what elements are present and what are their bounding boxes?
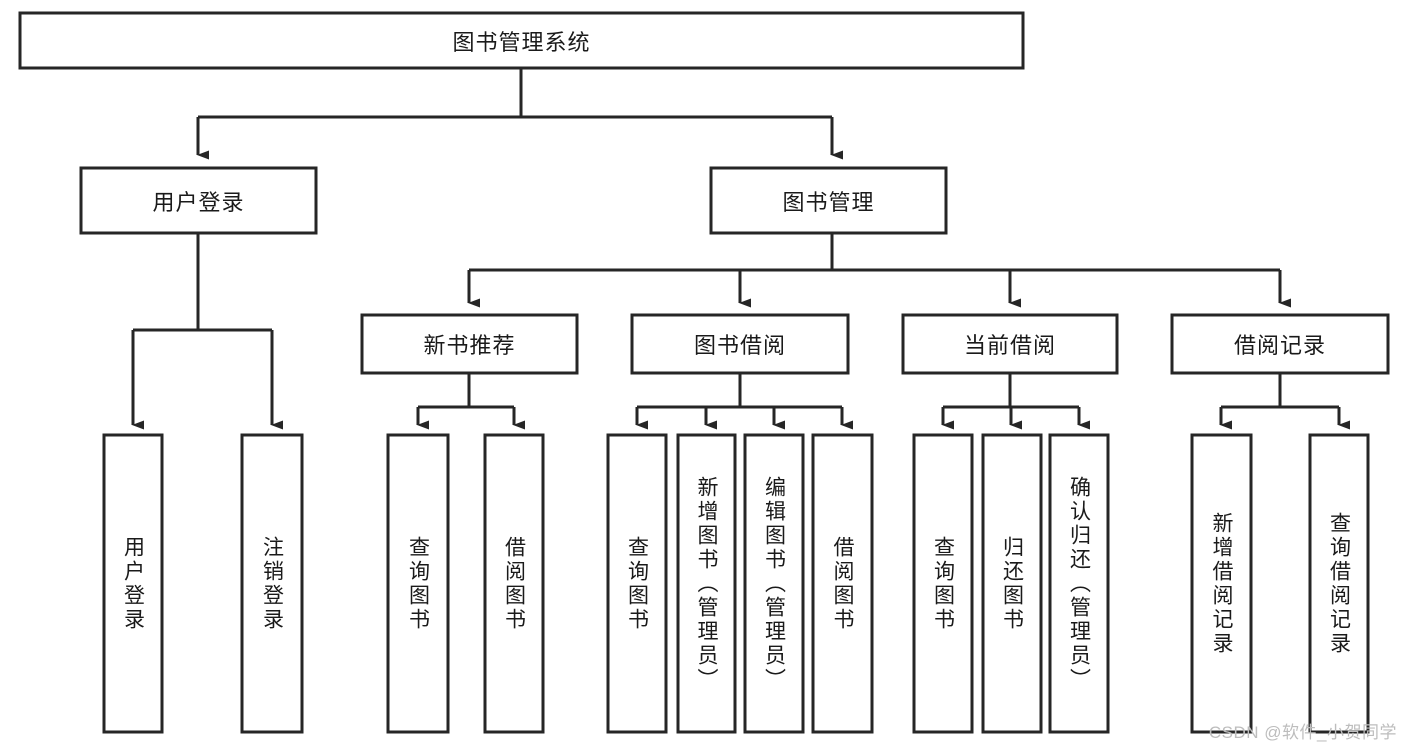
node-box-leaf-borrow-book-1[interactable]	[483, 433, 545, 734]
node-box-root[interactable]	[18, 11, 1025, 70]
node-box-leaf-edit-book[interactable]	[743, 433, 805, 734]
node-box-leaf-confirm-return[interactable]	[1048, 433, 1110, 734]
connector-current-borrow-to-leaves	[941, 373, 1090, 430]
node-box-leaf-user-login[interactable]	[102, 433, 164, 734]
node-box-leaf-borrow-book-2[interactable]	[811, 433, 874, 734]
node-box-leaf-return-book[interactable]	[981, 433, 1043, 734]
node-box-book-borrow[interactable]	[630, 313, 850, 375]
node-box-user-login[interactable]	[79, 166, 318, 235]
node-box-leaf-query-book-1[interactable]	[386, 433, 450, 734]
connector-root-to-level2	[196, 68, 843, 160]
node-box-current-borrow[interactable]	[901, 313, 1119, 375]
node-box-leaf-query-record[interactable]	[1308, 433, 1370, 734]
node-box-new-book-rec[interactable]	[360, 313, 579, 375]
node-box-leaf-add-record[interactable]	[1190, 433, 1253, 734]
connector-book-manage-to-level3	[467, 233, 1291, 308]
node-box-leaf-query-book-2[interactable]	[606, 433, 668, 734]
node-box-book-manage[interactable]	[709, 166, 948, 235]
connector-borrow-record-to-leaves	[1219, 373, 1350, 430]
connector-book-borrow-to-leaves	[635, 373, 853, 430]
node-box-leaf-query-book-3[interactable]	[912, 433, 974, 734]
csdn-watermark: CSDN @软件_小贺同学	[1208, 723, 1397, 742]
node-box-borrow-record[interactable]	[1170, 313, 1390, 375]
node-box-leaf-logout[interactable]	[240, 433, 304, 734]
node-box-leaf-add-book[interactable]	[676, 433, 737, 734]
connector-user-login-to-leaves	[131, 233, 283, 430]
connector-new-book-rec-to-leaves	[416, 373, 525, 430]
